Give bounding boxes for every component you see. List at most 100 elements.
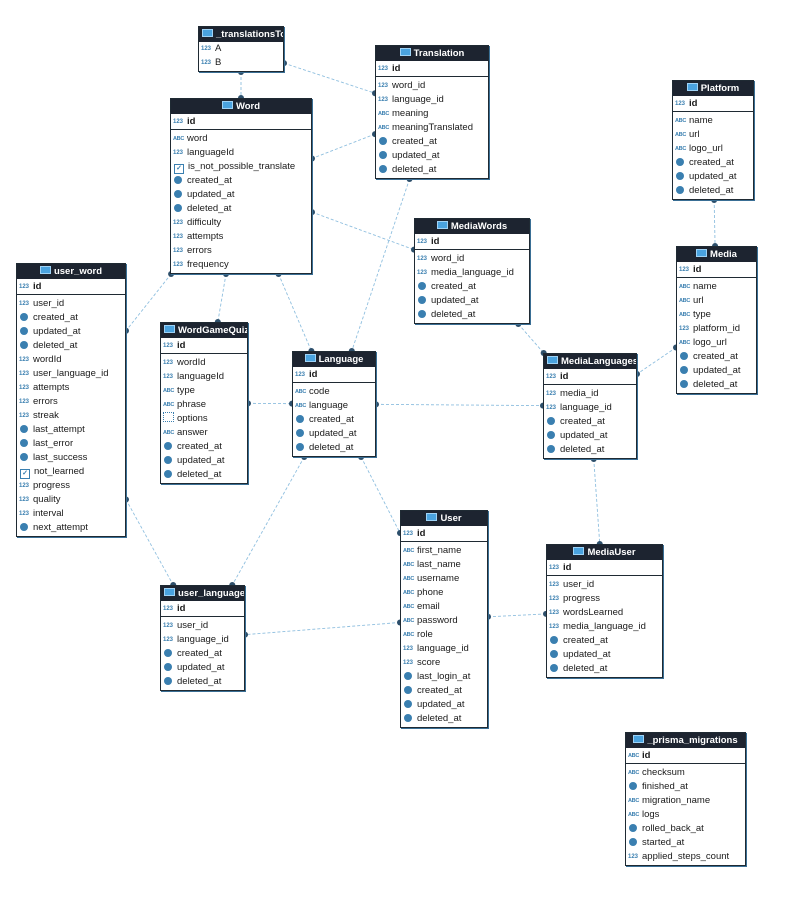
table-title[interactable]: Media	[677, 247, 756, 262]
column-row[interactable]: deleted_at	[679, 378, 754, 392]
column-row[interactable]: updated_at	[163, 454, 245, 468]
column-row[interactable]: last_error	[19, 437, 123, 451]
table-title[interactable]: user_language	[161, 586, 244, 601]
column-row[interactable]: updated_at	[173, 188, 309, 202]
column-row[interactable]: rolled_back_at	[628, 822, 743, 836]
column-row[interactable]: deleted_at	[295, 441, 373, 455]
column-row[interactable]: updated_at	[417, 294, 527, 308]
column-row[interactable]: started_at	[628, 836, 743, 850]
table-title[interactable]: Language	[293, 352, 375, 367]
column-row[interactable]: ✓not_learned	[19, 465, 123, 479]
table-title[interactable]: user_word	[17, 264, 125, 279]
column-row[interactable]: updated_at	[295, 427, 373, 441]
column-row[interactable]: next_attempt	[19, 521, 123, 535]
column-row[interactable]: deleted_at	[378, 163, 486, 177]
table-title[interactable]: User	[401, 511, 487, 526]
table-title[interactable]: Translation	[376, 46, 488, 61]
column-row[interactable]: created_at	[675, 156, 751, 170]
column-row[interactable]: options	[163, 412, 245, 426]
table-title[interactable]: WordGameQuiz	[161, 323, 247, 338]
table-title[interactable]: MediaLanguages	[544, 354, 636, 369]
column-row[interactable]: updated_at	[378, 149, 486, 163]
column-row[interactable]: created_at	[173, 174, 309, 188]
column-row[interactable]: created_at	[549, 634, 660, 648]
column-row[interactable]: created_at	[417, 280, 527, 294]
column-row[interactable]: created_at	[679, 350, 754, 364]
column-row[interactable]: last_success	[19, 451, 123, 465]
column-row[interactable]: last_attempt	[19, 423, 123, 437]
column-row[interactable]: created_at	[546, 415, 634, 429]
column-row[interactable]: deleted_at	[549, 662, 660, 676]
column-row[interactable]: updated_at	[163, 661, 242, 675]
